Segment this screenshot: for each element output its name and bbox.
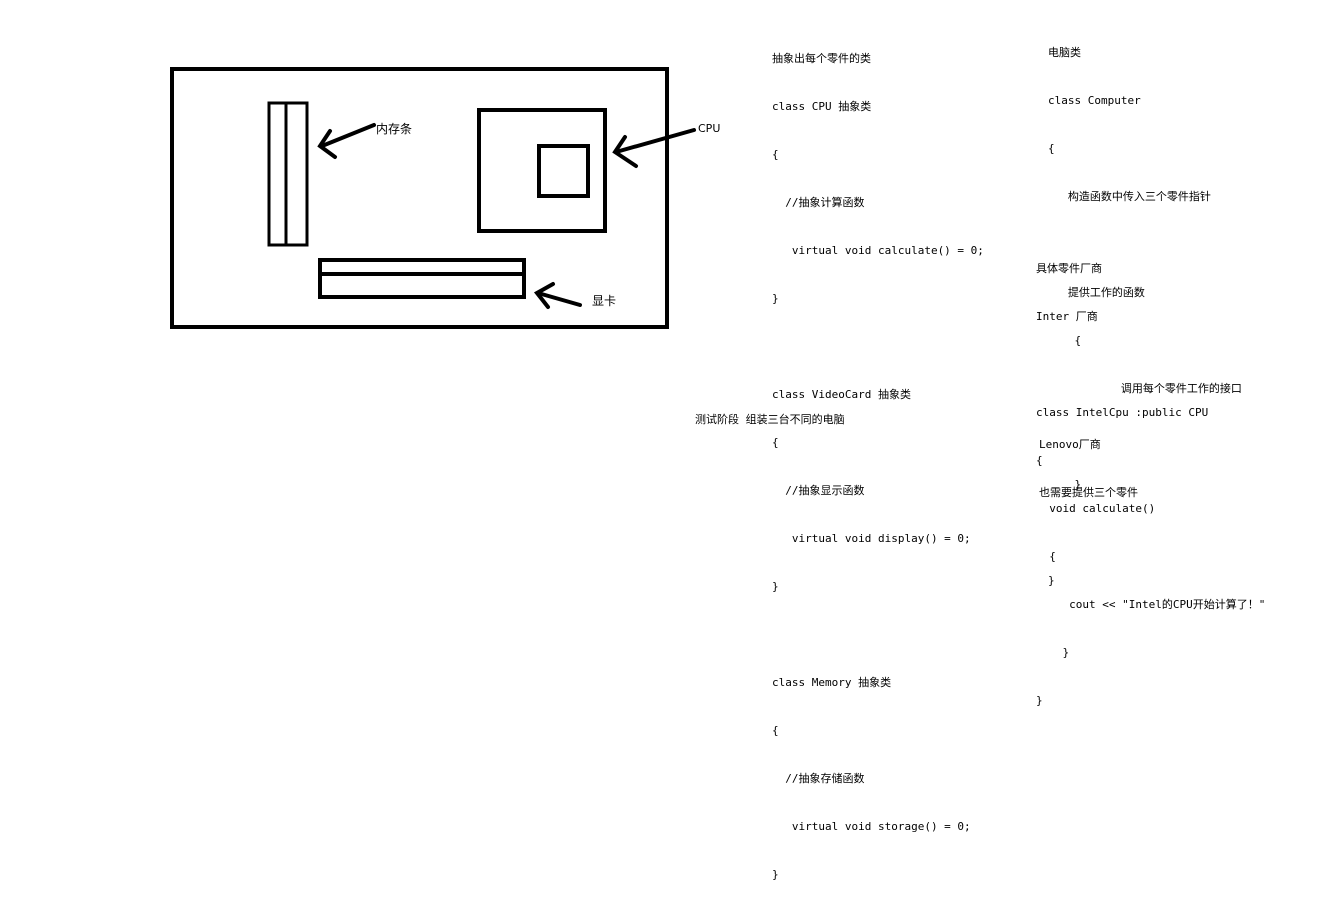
test-stage-note: 测试阶段 组装三台不同的电脑 [695, 413, 845, 426]
note-line: } [772, 580, 779, 593]
note-line: //抽象显示函数 [772, 484, 865, 497]
note-line: Lenovo厂商 [1039, 438, 1101, 451]
note-line: Inter 厂商 [1036, 310, 1098, 323]
note-line: } [1036, 646, 1070, 659]
note-line: //抽象计算函数 [772, 196, 865, 209]
note-line: } [1048, 478, 1082, 491]
graphics-arrow [533, 282, 582, 309]
cpu-chip [537, 144, 590, 198]
note-line: } [1048, 574, 1055, 587]
note-line [772, 339, 984, 355]
note-line: 抽象出每个零件的类 [772, 52, 871, 65]
note-line [1036, 357, 1265, 373]
graphics-slot-top [318, 258, 526, 276]
note-line [772, 627, 984, 643]
note-line: { [772, 148, 779, 161]
note-line: class Memory 抽象类 [772, 676, 892, 689]
graphics-slot-bottom [318, 272, 526, 299]
note-line: cout << "Intel的CPU开始计算了！" [1036, 598, 1266, 611]
note-line: 构造函数中传入三个零件指针 [1048, 190, 1211, 203]
note-line: } [772, 292, 779, 305]
note-line: 也需要提供三个零件 [1039, 486, 1138, 499]
note-line: virtual void display() = 0; [772, 532, 971, 545]
note-line: } [1036, 694, 1043, 707]
memory-slot-left [267, 101, 288, 247]
note-line: 电脑类 [1048, 46, 1081, 59]
cpu-arrow [612, 128, 696, 168]
note-line: 具体零件厂商 [1036, 262, 1102, 275]
note-line: //抽象存储函数 [772, 772, 865, 785]
note-line: { [772, 724, 779, 737]
computer-class-note: 电脑类 class Computer { 构造函数中传入三个零件指针 提供工作的… [1048, 13, 1242, 605]
note-line: { [1036, 454, 1043, 467]
note-line: class IntelCpu :public CPU [1036, 406, 1209, 419]
cpu-label: CPU [698, 122, 721, 135]
cpu-socket [477, 108, 607, 233]
note-line: { [1048, 334, 1082, 347]
lenovo-vendor-note: Lenovo厂商 也需要提供三个零件 [1039, 405, 1138, 517]
note-line: { [772, 436, 779, 449]
note-line: class VideoCard 抽象类 [772, 388, 911, 401]
note-line: virtual void storage() = 0; [772, 820, 971, 833]
motherboard-outline [170, 67, 669, 329]
graphics-card-label: 显卡 [592, 294, 617, 308]
memory-slot-right [284, 101, 309, 247]
note-line: { [1036, 550, 1056, 563]
abstract-classes-note: 抽象出每个零件的类 class CPU 抽象类 { //抽象计算函数 virtu… [772, 19, 984, 899]
memory-arrow [317, 123, 376, 159]
note-line: void calculate() [1036, 502, 1156, 515]
motherboard-diagram [170, 67, 696, 329]
note-line: class Computer [1048, 94, 1141, 107]
note-line: 调用每个零件工作的接口 [1048, 382, 1242, 395]
note-line: } [772, 868, 779, 881]
note-line: virtual void calculate() = 0; [772, 244, 984, 257]
memory-label: 内存条 [376, 122, 413, 136]
intel-vendor-note: 具体零件厂商 Inter 厂商 class IntelCpu :public C… [1036, 229, 1265, 725]
note-line: { [1048, 142, 1055, 155]
note-line: 提供工作的函数 [1048, 286, 1145, 299]
note-line: class CPU 抽象类 [772, 100, 872, 113]
